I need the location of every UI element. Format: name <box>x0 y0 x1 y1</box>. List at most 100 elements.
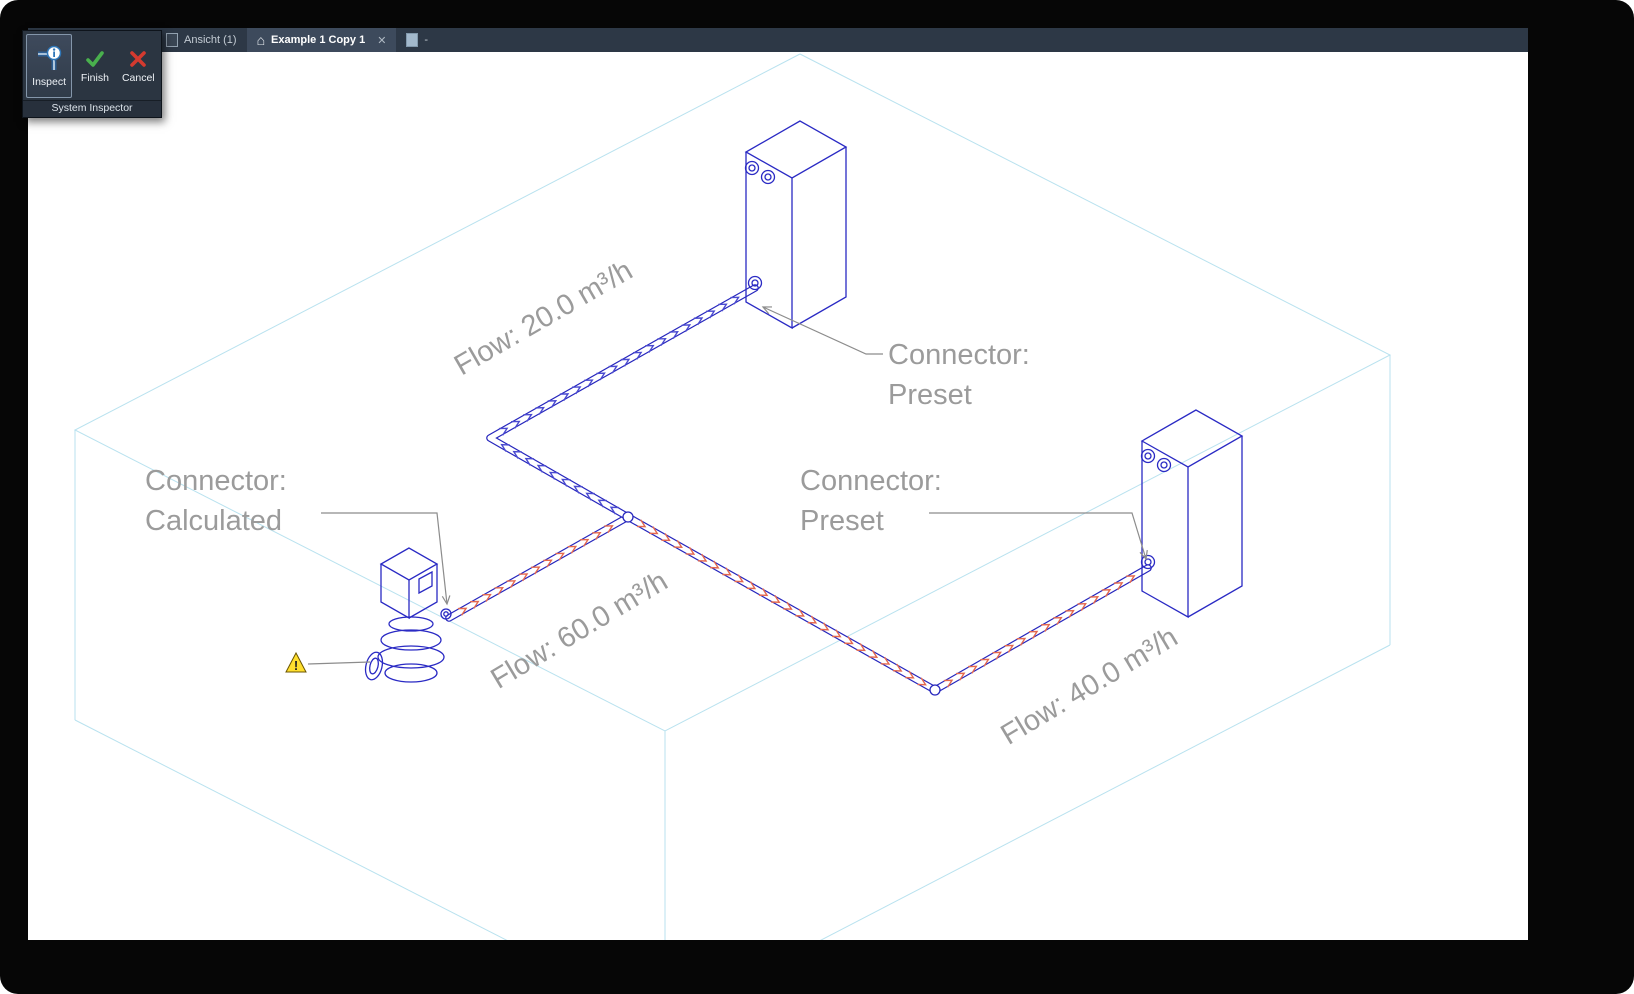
room-edge <box>74 719 508 940</box>
flow-arrow <box>832 629 842 638</box>
hx-top-nozzle-1 <box>744 160 760 176</box>
flow-arrow <box>669 331 679 340</box>
flow-arrow <box>609 506 620 515</box>
flow-arrow <box>506 580 517 589</box>
heat-exchanger-top[interactable] <box>744 120 848 330</box>
flow-arrow <box>657 337 667 346</box>
flow-arrow <box>685 546 696 555</box>
flow-arrow <box>771 595 781 603</box>
flow-arrow <box>572 386 582 395</box>
flow-arrow <box>1065 609 1075 618</box>
hx-top-top-face <box>744 120 848 179</box>
check-icon <box>86 50 104 67</box>
cancel-button-label: Cancel <box>121 71 155 84</box>
flow-arrow <box>561 478 571 487</box>
home-icon: ⌂ <box>256 32 266 48</box>
flow-arrow <box>632 351 643 360</box>
flow-arrow <box>706 310 716 319</box>
flow-arrow <box>645 344 655 353</box>
flow-arrow <box>710 560 720 569</box>
tab-ansicht[interactable]: Ansicht (1) <box>156 28 247 52</box>
flow-arrow <box>992 651 1002 660</box>
inspect-button[interactable]: Inspect <box>26 34 73 98</box>
flow-arrow <box>968 665 978 674</box>
flow-arrow <box>718 303 728 312</box>
flow-arrow <box>1004 644 1015 653</box>
flow-arrow <box>819 622 830 631</box>
flow-arrow <box>758 588 769 597</box>
finish-button[interactable]: Finish <box>74 34 115 98</box>
warning-icon[interactable]: ! <box>285 651 307 673</box>
flow-arrow <box>693 317 704 326</box>
connector-preset-right-line2: Preset <box>800 505 884 537</box>
room-edge <box>73 53 1392 732</box>
pump-outlet-flange-inner <box>443 611 449 617</box>
warning-triangle <box>285 651 307 673</box>
flow-arrow <box>548 471 559 480</box>
flow-arrow <box>1041 623 1051 632</box>
warning-symbol: ! <box>294 658 298 673</box>
pump[interactable] <box>363 547 452 683</box>
flow-arrow <box>746 581 757 590</box>
pump-casing-ring-2 <box>380 629 442 651</box>
room-edge <box>820 644 1391 940</box>
flow-arrow <box>457 607 468 616</box>
leader-connector-preset-right <box>929 512 1147 560</box>
tab-document-label: - <box>424 34 429 46</box>
cancel-button[interactable]: Cancel <box>118 34 159 98</box>
hx-right-top-face <box>1140 409 1244 468</box>
flow-arrow <box>535 406 545 415</box>
finish-button-label: Finish <box>80 71 109 84</box>
hx-top-nozzle-2-inner <box>764 173 772 181</box>
hx-right-nozzle-3-inner <box>1144 558 1152 566</box>
flow-arrow <box>1126 575 1136 584</box>
pump-casing-ring-1 <box>388 616 434 632</box>
flow-arrow <box>604 525 614 534</box>
flow-arrow <box>636 519 647 528</box>
leader-connector-preset-top <box>762 306 883 355</box>
flow-arrow <box>608 365 619 374</box>
hx-right-nozzle-3 <box>1140 554 1156 570</box>
hx-right-nozzle-1 <box>1140 448 1156 464</box>
flow-arrow <box>730 296 740 305</box>
flow-arrow <box>980 658 990 667</box>
tab-example-1-copy-1[interactable]: ⌂ Example 1 Copy 1 ✕ <box>246 28 397 52</box>
tab-document[interactable]: - <box>396 28 438 52</box>
flow-arrow <box>596 372 606 381</box>
flow-arrow <box>470 600 480 609</box>
flow-arrow <box>681 324 692 333</box>
flow-arrow <box>697 553 708 562</box>
document-icon <box>406 33 419 47</box>
flow-arrow <box>943 679 954 688</box>
flow-arrow <box>868 649 879 658</box>
flow-arrow <box>1077 602 1087 611</box>
flow-arrow <box>597 499 608 508</box>
flow-arrow <box>592 531 602 540</box>
flow-arrow <box>573 485 583 494</box>
cancel-icon <box>130 50 147 67</box>
pump-casing-ring-4 <box>384 663 438 683</box>
leader-warning <box>307 661 371 665</box>
connector-calculated-line2: Calculated <box>145 505 282 537</box>
tab-close-icon[interactable]: ✕ <box>377 34 387 47</box>
flow-arrow <box>482 593 492 602</box>
heat-exchanger-right[interactable] <box>1140 409 1244 619</box>
flow-arrow <box>783 601 793 610</box>
hx-top-nozzle-3 <box>747 275 763 291</box>
flow-arrow <box>795 608 805 617</box>
flow-arrow <box>531 566 541 575</box>
inspect-icon <box>38 45 62 70</box>
pump-motor-left <box>380 564 410 620</box>
connector-calculated-line1: Connector: <box>145 465 287 497</box>
flow-arrow <box>955 672 966 681</box>
flow-arrow <box>1089 596 1100 605</box>
hx-right-right-face <box>1187 436 1243 618</box>
hx-right-left-face <box>1141 441 1189 619</box>
flow-arrow <box>893 663 903 672</box>
leader-connector-calculated <box>321 512 448 605</box>
tab-ansicht-label: Ansicht (1) <box>184 34 237 46</box>
flow-arrow <box>722 567 732 576</box>
flow-arrow <box>579 538 590 547</box>
